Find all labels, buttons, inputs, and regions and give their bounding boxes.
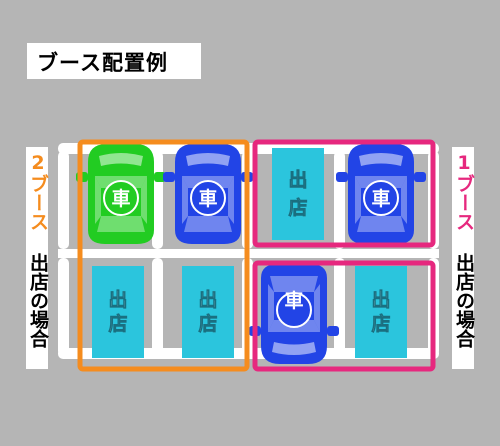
diagram-title: ブース配置例 <box>37 51 168 75</box>
car-blue-lower: 車 <box>249 264 339 364</box>
right-side-label: 1ブース 出店の場合 <box>452 147 475 369</box>
one-booth-frame-lower <box>252 260 436 372</box>
left-label-accent: 2ブース <box>27 151 49 231</box>
stall-label-b: 店 <box>108 312 127 335</box>
svg-text:車: 車 <box>371 187 390 210</box>
svg-text:車: 車 <box>198 187 217 210</box>
stall-label-a: 出 <box>108 288 127 311</box>
one-booth-frame-upper <box>252 139 436 248</box>
stall-label-f: 店 <box>371 312 390 335</box>
left-side-label: 2ブース 出店の場合 <box>26 147 49 369</box>
stall-lower-left-1 <box>92 266 144 358</box>
car-blue-upper-left: 車 <box>163 144 253 244</box>
stall-label-c: 出 <box>198 288 217 311</box>
stall-lower-right-1 <box>355 266 407 358</box>
left-label-rest: 出店の場合 <box>27 252 49 348</box>
stall-lower-left-2 <box>182 266 234 358</box>
two-booth-frame <box>77 139 250 372</box>
stall-label-g: 店 <box>288 196 307 219</box>
svg-text:車: 車 <box>111 187 130 210</box>
stall-upper-right-1: 出 <box>272 148 324 240</box>
car-green: 車 <box>76 144 166 244</box>
right-label-rest: 出店の場合 <box>453 252 475 348</box>
stall-label-d: 店 <box>198 312 217 335</box>
stall-label-e: 出 <box>371 288 390 311</box>
svg-text:車: 車 <box>284 289 303 312</box>
car-blue-upper-right: 車 <box>336 144 426 244</box>
right-label-accent: 1ブース <box>453 151 475 231</box>
stall-label: 出 <box>288 168 307 191</box>
title-box: ブース配置例 <box>27 43 201 79</box>
